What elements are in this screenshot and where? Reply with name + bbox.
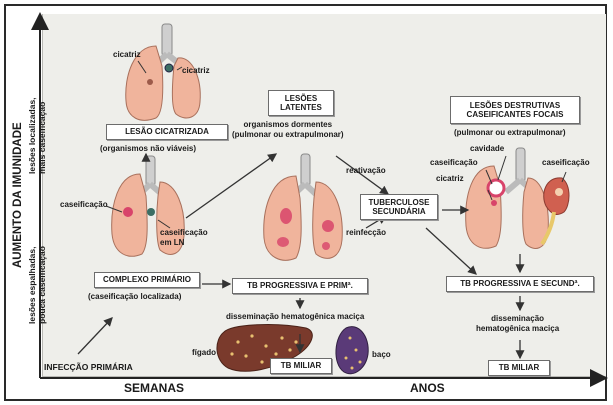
label-cicatriz-2: cicatriz [182, 66, 210, 76]
box-complexo-primario: COMPLEXO PRIMÁRIO [94, 272, 200, 288]
label-cicatriz-1: cicatriz [113, 50, 141, 60]
label-cicatriz-r: cicatriz [436, 174, 464, 184]
text-caseificacao-localizada: (caseificação localizada) [88, 292, 181, 302]
box-tb-miliar-2: TB MILIAR [488, 360, 550, 376]
text-disseminacao-1: disseminação hematogênica maciça [226, 312, 364, 322]
label-reinfeccao: reinfecção [346, 228, 386, 238]
box-lesao-cicatrizada: LESÃO CICATRIZADA [106, 124, 228, 140]
label-infeccao-primaria: INFECÇÃO PRIMÁRIA [44, 362, 133, 372]
progressive-primary-lung-illustration [264, 154, 343, 260]
text-organismos-nao-viaveis: (organismos não viáveis) [100, 144, 196, 154]
box-tb-miliar-1: TB MILIAR [270, 358, 332, 374]
secondary-lung-illustration [466, 148, 549, 248]
spleen-illustration [336, 327, 368, 374]
box-tb-progressiva-secund: TB PROGRESSIVA E SECUNDª. [446, 276, 594, 292]
label-cavidade: cavidade [470, 144, 504, 154]
diagram-frame: AUMENTO DA IMUNIDADE lesões localizadas,… [4, 4, 607, 401]
label-baco: baço [372, 350, 391, 360]
label-figado: fígado [192, 348, 216, 358]
box-tb-progressiva-prim: TB PROGRESSIVA E PRIMª. [232, 278, 368, 294]
label-reativacao: reativação [346, 166, 386, 176]
text-organismos-dormentes: organismos dormentes(pulmonar ou extrapu… [232, 120, 344, 139]
label-caseificacao-left: caseificação [60, 200, 108, 210]
label-caseificacao-r1: caseificação [430, 158, 478, 168]
text-lesoes-destrutivas-sub: (pulmonar ou extrapulmonar) [454, 128, 566, 138]
label-caseificacao-kidney: caseificação [542, 158, 590, 168]
arrow-infection-to-complex [78, 318, 112, 354]
arrow-primary-to-latent [186, 154, 276, 218]
